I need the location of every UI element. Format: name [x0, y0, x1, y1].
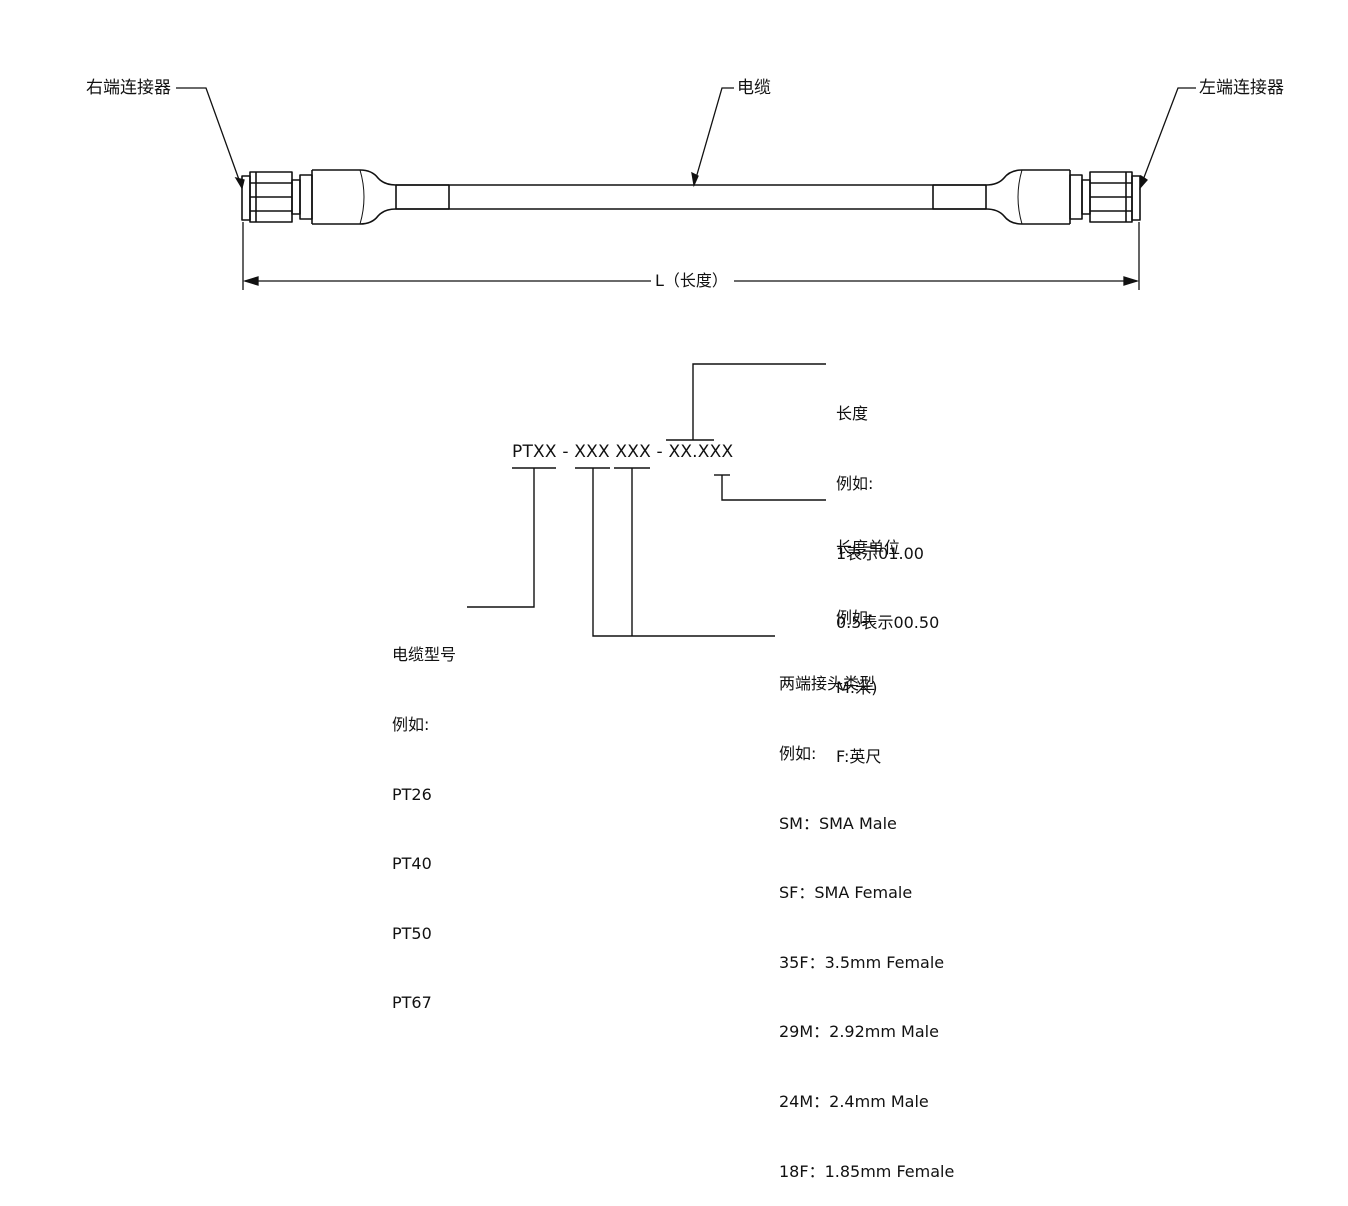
cable-model-example-4: PT67: [392, 993, 432, 1013]
length-unit-bracket: [714, 474, 826, 501]
connector-type-3: 35F：3.5mm Female: [779, 952, 945, 972]
right-connector-drawing: [241, 169, 450, 225]
connector-types-block: 两端接头类型 例如: SM：SMA Male SF：SMA Female 35F…: [779, 626, 954, 1206]
left-connector-label: 左端连接器: [1199, 78, 1284, 98]
cable-model-title: 电缆型号: [392, 645, 457, 665]
cable-label: 电缆: [737, 78, 771, 98]
connector-type-1: SM：SMA Male: [779, 813, 897, 833]
connector-type-bracket: [575, 467, 775, 637]
length-bracket: [666, 363, 826, 441]
length-title: 长度: [836, 404, 869, 424]
connector-types-example-label: 例如:: [779, 744, 817, 764]
length-unit-example-2: F:英尺: [836, 747, 882, 767]
length-unit-title: 长度单位: [836, 538, 901, 558]
left-connector-leader: [1139, 87, 1196, 190]
length-unit-example-label: 例如:: [836, 608, 874, 628]
length-block: 长度 例如: 1表示01.00 0.5表示00.50: [836, 356, 939, 658]
length-example-label: 例如:: [836, 474, 874, 494]
right-connector-leader: [176, 87, 245, 190]
length-dimension: [242, 222, 1140, 290]
connector-type-5: 24M：2.4mm Male: [779, 1092, 929, 1112]
length-example-2: 0.5表示00.50: [836, 613, 940, 633]
left-connector-drawing: [932, 169, 1141, 225]
length-unit-block: 长度单位 例如: M:米) F:英尺: [836, 490, 900, 792]
cable-model-example-1: PT26: [392, 784, 432, 804]
length-label: L（长度）: [655, 271, 728, 290]
cable-model-example-label: 例如:: [392, 715, 430, 735]
length-example-1: 1表示01.00: [836, 543, 924, 563]
connector-types-title: 两端接头类型: [779, 674, 876, 694]
right-connector-label: 右端连接器: [86, 78, 171, 98]
cable-model-example-3: PT50: [392, 923, 432, 943]
cable-model-bracket: [467, 467, 556, 608]
cable-model-block: 电缆型号 例如: PT26 PT40 PT50 PT67: [392, 597, 456, 1038]
cable-leader: [691, 87, 734, 188]
cable-diagram: [176, 87, 1196, 637]
part-number-code: PTXX - XXX XXX - XX.XXX: [512, 442, 734, 462]
length-unit-example-1: M:米): [836, 677, 878, 697]
connector-type-6: 18F：1.85mm Female: [779, 1161, 955, 1181]
connector-type-4: 29M：2.92mm Male: [779, 1022, 939, 1042]
cable-model-example-2: PT40: [392, 854, 432, 874]
cable-body: [449, 184, 933, 210]
